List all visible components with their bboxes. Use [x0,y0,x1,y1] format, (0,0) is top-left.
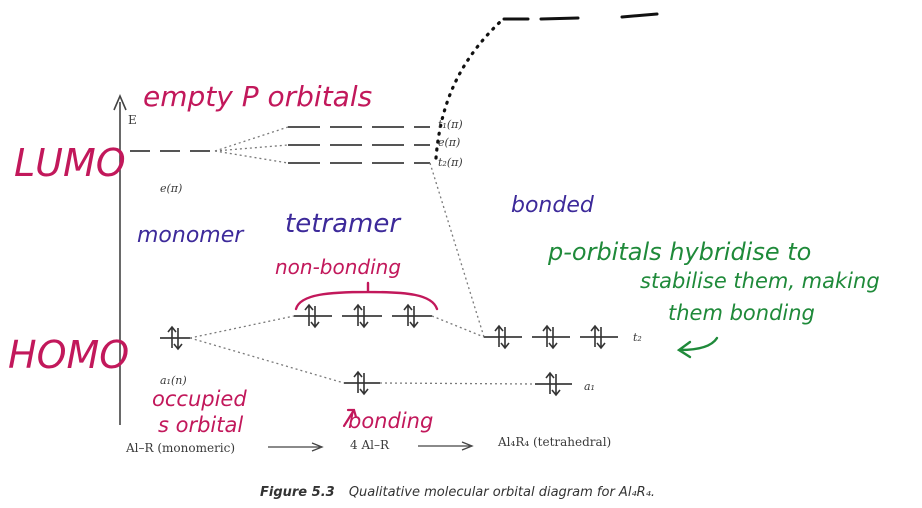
electron-pair-tetramer-1 [304,303,320,329]
label-tetramer-bottom: 4 Al–R [350,438,390,452]
green-pointer-arrow [676,336,719,359]
annotation-lumo: LUMO [14,141,126,185]
axis-label-e: E [128,113,137,127]
connector-a1-to-a1 [379,382,536,385]
figure-caption-label: Figure 5.3 [260,485,335,500]
connector-t2-to-t2 [431,315,485,338]
arrow-head-1 [311,442,324,452]
annotation-p-orbitals-line3: them bonding [668,301,815,325]
figure-caption-text: Qualitative molecular orbital diagram fo… [349,485,655,500]
figure-caption: Figure 5.3 Qualitative molecular orbital… [260,485,655,500]
electron-pair-cluster-2 [542,324,558,350]
electron-pair-cluster-a1 [545,371,561,397]
connector-a1n-to-a1 [189,337,345,384]
annotation-p-orbitals-line2: stabilise them, making [640,269,880,293]
label-a1-n: a₁(n) [160,374,187,387]
handwritten-dash-3 [620,12,659,19]
handwritten-dash-2 [539,16,580,21]
annotation-occupied: occupied [152,387,247,411]
annotation-bonded: bonded [511,193,595,218]
annotation-s-orbital: s orbital [158,413,243,437]
connector-e-to-e [214,144,289,152]
connector-a1n-to-t2 [189,315,295,339]
annotation-non-bonding: non-bonding [275,255,401,279]
label-a1: a₁ [584,380,595,393]
arrow-head-2 [461,441,474,451]
handwritten-dotted-curve [434,20,502,160]
annotation-homo: HOMO [8,333,129,377]
energy-axis-arrow [113,93,127,111]
annotation-monomer: monomer [137,223,245,248]
annotation-empty-p: empty P orbitals [143,80,372,113]
electron-pair-monomer [167,325,183,351]
non-bonding-bracket [294,281,439,311]
annotation-p-orbitals-line1: p-orbitals hybridise to [547,238,811,266]
label-tetrahedral-bottom: Al₄R₄ (tetrahedral) [497,435,611,449]
label-monomer-bottom: Al–R (monomeric) [125,441,235,455]
electron-pair-tetramer-3 [403,303,419,329]
connector-t2pi-to-t2 [429,162,485,338]
annotation-tetramer: tetramer [285,209,402,239]
electron-pair-cluster-3 [590,324,606,350]
electron-pair-cluster-1 [494,324,510,350]
electron-pair-tetramer-a1 [353,370,369,396]
bonding-arrow [342,408,358,428]
electron-pair-tetramer-2 [353,303,369,329]
label-e-pi-right: e(π) [438,136,460,149]
connector-e-to-t2 [214,150,289,164]
label-t2-pi: t₂(π) [438,156,463,169]
annotation-bonding: bonding [348,409,433,433]
label-e-pi-left: e(π) [160,182,182,195]
label-t1-pi: t₁(π) [438,118,463,131]
label-t2: t₂ [633,331,642,344]
